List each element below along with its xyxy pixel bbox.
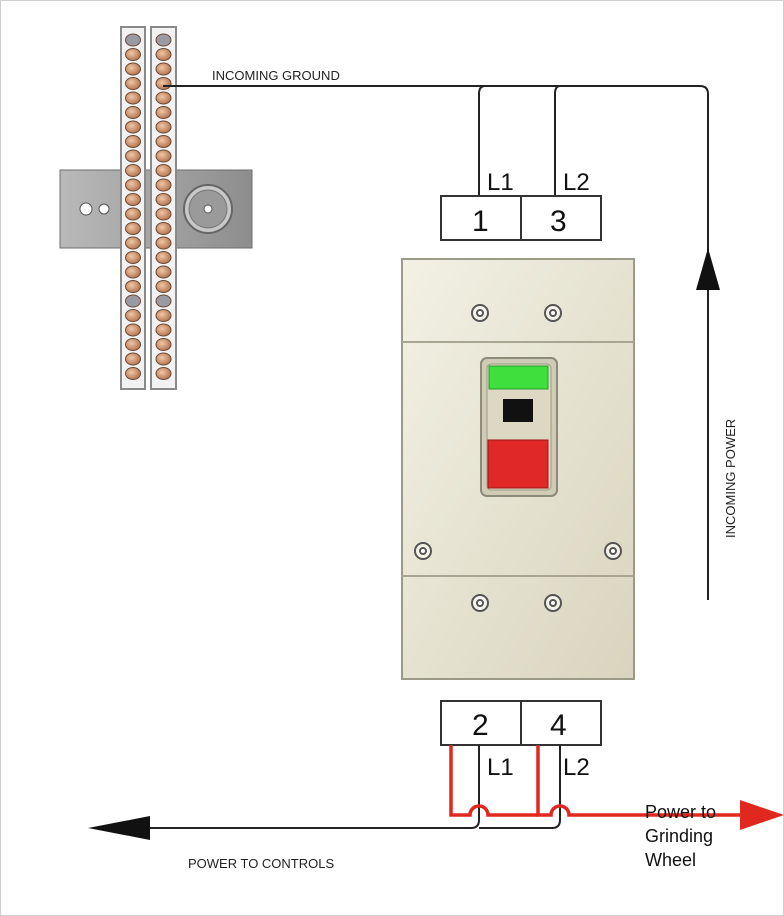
top-terminal-block	[440, 195, 602, 241]
ground-screw-terminal	[155, 135, 172, 148]
grinding-wheel-arrow	[740, 800, 784, 830]
ground-screw-terminal	[125, 323, 141, 337]
ground-screw-terminal	[125, 91, 141, 105]
switch-indicator	[503, 399, 533, 422]
ground-screw-terminal	[125, 164, 141, 177]
ground-screw-terminal	[125, 33, 141, 47]
terminal-3-line-label: L2	[563, 169, 590, 196]
incoming-line-wires	[478, 85, 561, 196]
ground-screw-terminal	[155, 193, 172, 206]
ground-screw-terminal	[155, 33, 172, 47]
ground-screw-terminal	[155, 236, 172, 250]
bottom-terminal-block	[440, 700, 602, 746]
incoming-ground-wire	[163, 85, 709, 600]
ground-screw-terminal	[155, 352, 172, 366]
ground-screw-terminal	[125, 106, 141, 119]
ground-screw-terminal	[125, 135, 141, 148]
terminal-3-number: 3	[550, 205, 567, 238]
power-to-controls-label: POWER TO CONTROLS	[188, 856, 334, 871]
ground-bus-bar	[120, 26, 177, 390]
ground-screw-terminal	[125, 149, 141, 163]
incoming-power-label: INCOMING POWER	[723, 419, 738, 538]
ground-screw-terminal	[155, 323, 172, 337]
ground-screw-terminal	[155, 367, 172, 380]
terminal-4-line-label: L2	[563, 754, 590, 781]
grinding-wheel-load-wires	[449, 745, 748, 817]
ground-screw-terminal	[125, 178, 141, 192]
terminal-4-number: 4	[550, 709, 567, 742]
ground-screw-terminal	[125, 294, 141, 308]
ground-screw-terminal	[155, 280, 172, 293]
switch-mounting-screws	[414, 304, 622, 612]
ground-screw-terminal	[125, 251, 141, 264]
ground-screw-terminal	[155, 149, 172, 163]
ground-screw-terminal	[155, 106, 172, 119]
ground-screw-terminal	[155, 222, 172, 235]
ground-screw-terminal	[125, 367, 141, 380]
ground-screw-terminal	[125, 352, 141, 366]
ground-screw-terminal	[155, 338, 172, 351]
ground-screw-terminal	[125, 48, 141, 61]
ground-screw-terminal	[155, 265, 172, 279]
incoming-power-arrow	[696, 248, 720, 290]
ground-screw-terminal	[155, 77, 172, 90]
incoming-ground-label: INCOMING GROUND	[212, 68, 340, 83]
ground-screw-terminal	[155, 207, 172, 221]
terminal-2-line-label: L1	[487, 754, 514, 781]
ground-screw-terminal	[155, 309, 172, 322]
ground-screw-terminal	[125, 62, 141, 76]
ground-screw-terminal	[155, 62, 172, 76]
stop-button[interactable]	[487, 439, 549, 489]
ground-screw-terminal	[155, 91, 172, 105]
ground-screw-terminal	[125, 193, 141, 206]
ground-screw-terminal	[155, 164, 172, 177]
terminal-2-number: 2	[472, 709, 489, 742]
ground-screw-terminal	[125, 207, 141, 221]
ground-screw-terminal	[155, 251, 172, 264]
power-to-grinding-wheel-label: Power to Grinding Wheel	[645, 802, 717, 870]
ground-screw-terminal	[125, 120, 141, 134]
ground-screw-terminal	[125, 309, 141, 322]
start-button[interactable]	[488, 365, 549, 390]
ground-screw-terminal	[155, 294, 172, 308]
power-to-controls-wires	[150, 745, 561, 829]
ground-screw-terminal	[125, 222, 141, 235]
ground-screw-terminal	[125, 236, 141, 250]
terminal-1-number: 1	[472, 205, 489, 238]
ground-screw-terminal	[155, 48, 172, 61]
ground-screw-terminal	[155, 178, 172, 192]
ground-screw-terminal	[155, 120, 172, 134]
ground-screw-terminal	[125, 265, 141, 279]
terminal-1-line-label: L1	[487, 169, 514, 196]
ground-screw-terminal	[125, 338, 141, 351]
power-to-controls-arrow	[88, 816, 150, 840]
ground-screw-terminal	[125, 280, 141, 293]
ground-screw-terminal	[125, 77, 141, 90]
